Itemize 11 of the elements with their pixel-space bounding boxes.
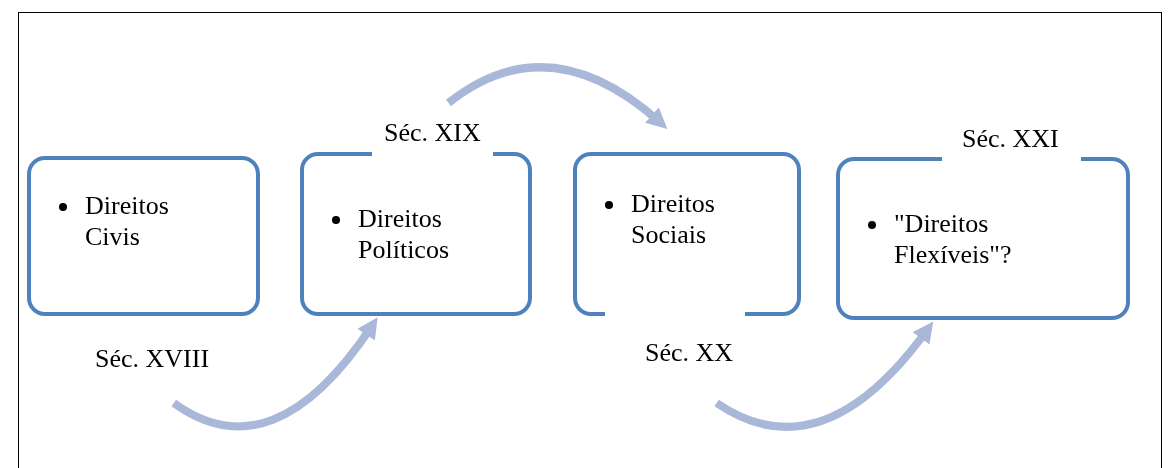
box-text: "Direitos Flexíveis"? (894, 207, 1013, 270)
curved-arrow (171, 317, 378, 431)
box-text: Direitos Civis (85, 190, 170, 252)
rounded-box (300, 152, 532, 316)
rounded-box (836, 157, 1130, 320)
curved-arrow (446, 63, 668, 129)
rounded-box (573, 152, 801, 316)
box-text: Direitos Sociais (631, 188, 716, 250)
box-text: Direitos Políticos (358, 203, 450, 265)
curved-arrow (714, 321, 934, 431)
rounded-box (27, 156, 260, 316)
